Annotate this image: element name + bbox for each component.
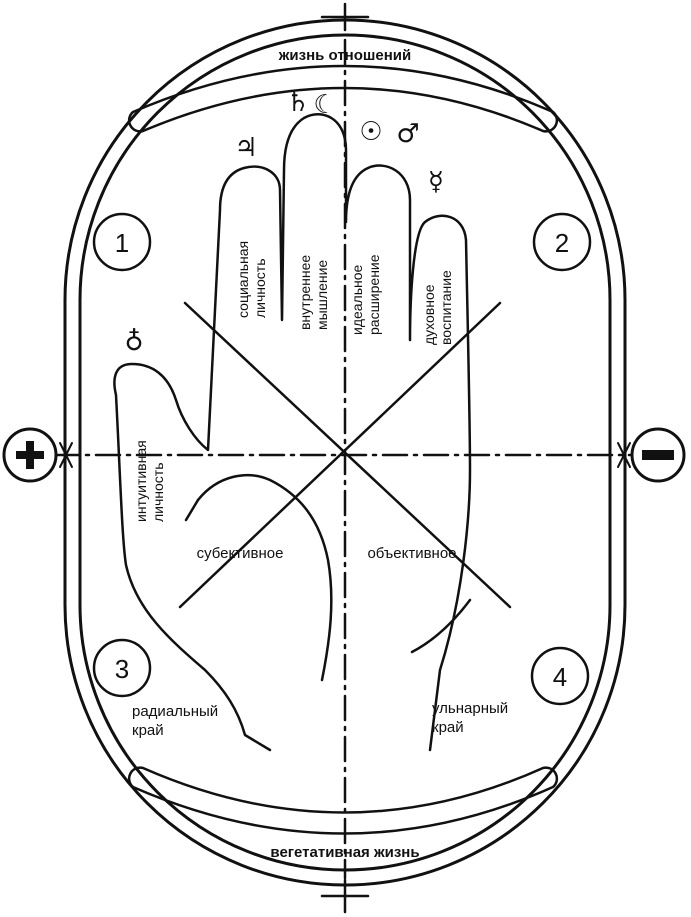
ulnar-crease [410,598,472,654]
upper-arc-band [127,64,559,133]
bottom-cross-mark [320,878,370,914]
thumb-label-line2: личность [150,462,166,522]
little-finger-label: духовное воспитание [421,270,454,345]
index-finger-label-line2: личность [252,258,268,318]
thumb-label: интуитивная личность [133,440,166,522]
right-arrow-mark [617,442,631,468]
quadrant-2-number: 2 [555,228,569,258]
thumb-label-line1: интуитивная [133,440,149,522]
venus-symbol-icon: ♁ [124,327,143,357]
middle-finger-label: внутреннее мышление [297,255,330,330]
quadrant-1-number: 1 [115,228,129,258]
quadrant-2-badge: 2 [532,212,592,272]
quadrant-3-badge: 3 [92,638,152,698]
moon-symbol-icon: ☾ [313,90,336,120]
mars-symbol-icon: ♂ [396,119,419,149]
ulnar-edge-label-line2: край [432,719,464,736]
ring-finger-label-line2: расширение [366,254,382,335]
saturn-symbol-icon: ♄ [286,88,309,118]
minus-icon [630,427,686,483]
index-finger-label-line1: социальная [235,241,251,318]
diagonal-line-1 [183,301,512,609]
thumb-crease [196,473,333,682]
base-crease [184,498,200,522]
index-finger-label: социальная личность [235,241,268,318]
inner-border [78,33,612,872]
objective-label: объективное [367,545,456,562]
jupiter-symbol-icon: ♃ [234,133,257,163]
left-arrow-mark [59,442,73,468]
diagonal-line-2 [178,301,502,609]
ring-finger-label-line1: идеальное [349,264,365,335]
ulnar-edge-label-line1: ульнарный [432,700,508,717]
quadrant-1-badge: 1 [92,212,152,272]
radial-edge-label-line1: радиальный [132,703,218,720]
quadrant-4-badge: 4 [530,646,590,706]
middle-finger-label-line1: внутреннее [297,255,313,330]
ring-finger-label: идеальное расширение [349,254,382,335]
hand-outline [113,113,472,752]
middle-finger-label-line2: мышление [314,260,330,330]
sun-symbol-icon: ☉ [359,117,382,147]
lower-arc-band [127,766,559,835]
little-finger-label-line1: духовное [421,284,437,345]
top-cross-mark [320,2,370,32]
quadrant-3-number: 3 [115,654,129,684]
bottom-label: вегетативная жизнь [270,844,419,861]
little-finger-label-line2: воспитание [438,270,454,345]
quadrant-4-number: 4 [553,662,567,692]
plus-icon [2,427,58,483]
mercury-symbol-icon: ☿ [428,167,444,197]
subjective-label: субективное [197,545,284,562]
radial-edge-label-line2: край [132,722,164,739]
top-label: жизнь отношений [278,47,411,64]
